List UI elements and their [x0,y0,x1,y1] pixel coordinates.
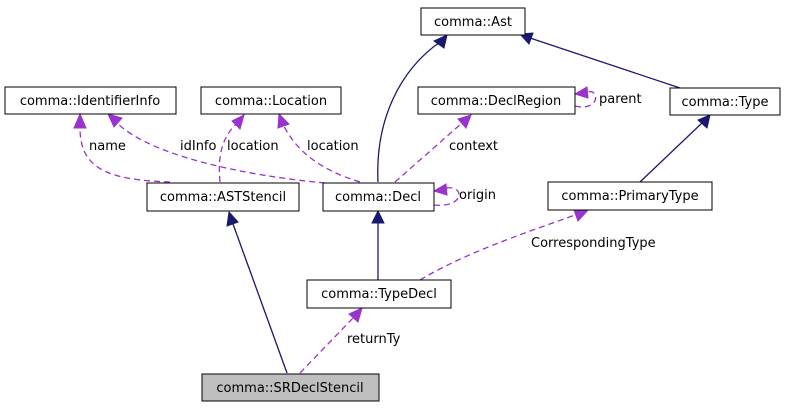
node-type-decl[interactable]: comma::TypeDecl [306,279,452,309]
edge-label-context: context [449,139,498,154]
node-decl-region-label: comma::DeclRegion [431,94,561,109]
edge-type-to-ast [518,32,681,89]
node-sr-decl-stencil[interactable]: comma::SRDeclStencil [201,373,380,402]
edge-decl-to-identifierinfo: idInfo [107,113,326,184]
node-type[interactable]: comma::Type [669,87,781,116]
node-sr-decl-stencil-label: comma::SRDeclStencil [216,381,363,396]
node-ast[interactable]: comma::Ast [420,7,526,36]
node-identifier-info[interactable]: comma::IdentifierInfo [4,86,177,115]
edge-label-location-stencil: location [227,139,279,154]
node-location-label: comma::Location [215,94,327,109]
node-type-decl-label: comma::TypeDecl [321,287,437,302]
edge-aststencil-to-identifierinfo: name [73,112,171,183]
edge-primarytype-to-type [639,114,711,183]
edge-srdeclstencil-to-typedecl: returnTy [299,307,401,374]
node-identifier-info-label: comma::IdentifierInfo [20,94,160,109]
edge-typedecl-to-primarytype: CorrespondingType [419,209,656,281]
edge-decl-to-ast [377,34,448,183]
edge-decl-to-declregion: context [394,114,498,183]
node-ast-stencil[interactable]: comma::ASTStencil [146,182,300,212]
node-decl-region[interactable]: comma::DeclRegion [417,86,576,115]
node-decl-label: comma::Decl [335,190,421,205]
edge-label-location-decl: location [307,139,359,154]
edge-label-origin: origin [459,188,496,203]
edge-typedecl-to-decl [371,209,385,280]
node-location[interactable]: comma::Location [200,86,342,115]
edge-declregion-self: parent [573,86,642,108]
edge-label-idinfo: idInfo [180,139,217,154]
edge-label-correspondingtype: CorrespondingType [531,236,656,251]
edge-srdeclstencil-to-aststencil [226,210,288,374]
edge-label-returnty: returnTy [347,332,401,347]
node-decl[interactable]: comma::Decl [322,182,435,212]
edge-aststencil-to-location: location [218,114,279,183]
node-type-label: comma::Type [681,95,768,110]
node-ast-label: comma::Ast [434,15,512,30]
edge-decl-self: origin [432,183,496,206]
node-primary-type[interactable]: comma::PrimaryType [547,181,713,211]
edge-label-name: name [89,139,126,154]
node-ast-stencil-label: comma::ASTStencil [160,190,286,205]
node-primary-type-label: comma::PrimaryType [561,189,698,204]
edge-label-parent: parent [599,92,642,107]
edge-decl-to-location: location [277,112,361,183]
